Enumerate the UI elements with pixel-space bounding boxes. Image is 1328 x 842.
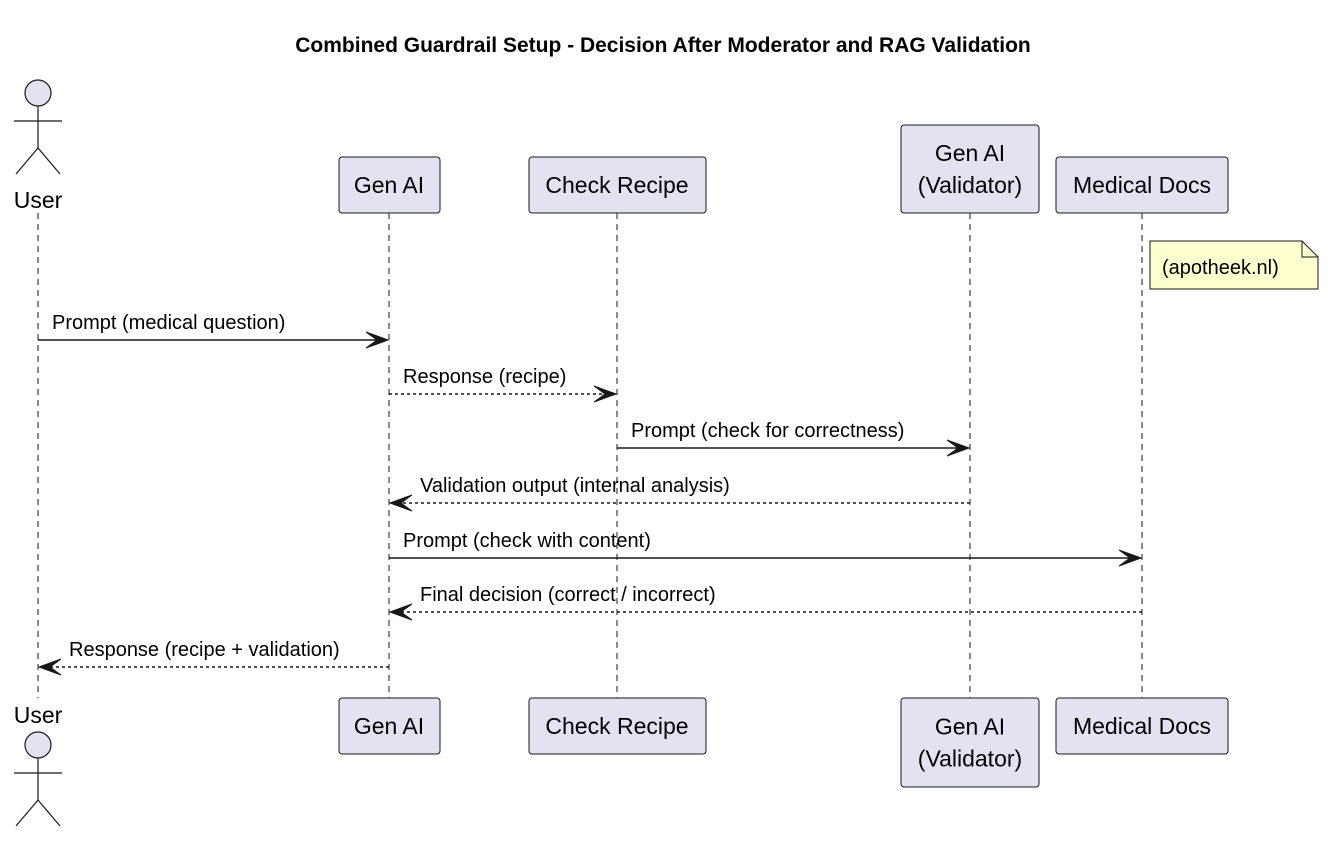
- note-text: (apotheek.nl): [1162, 257, 1279, 279]
- participant-label: Medical Docs: [1073, 172, 1211, 198]
- note-fold: [1301, 241, 1318, 258]
- message-7: Response (recipe + validation): [37, 639, 389, 676]
- participant-box: [338, 697, 441, 755]
- actor-label-top: User: [14, 187, 63, 213]
- arrowhead-icon: [37, 658, 62, 676]
- arrowhead-icon: [946, 439, 971, 457]
- actor-user-top-icon: [14, 79, 62, 175]
- actor-left-leg: [15, 147, 39, 175]
- actor-left-leg: [15, 799, 39, 827]
- participant-box: [528, 697, 707, 755]
- arrowhead-icon: [1118, 549, 1143, 567]
- participant-box: [900, 697, 1040, 788]
- message-5: Prompt (check with content): [389, 530, 1143, 567]
- participant-validator-top: Gen AI (Validator): [900, 124, 1040, 214]
- note: (apotheek.nl): [1149, 240, 1319, 290]
- participant-box: [1055, 156, 1229, 214]
- participant-genai-bottom: Gen AI: [338, 697, 441, 755]
- participant-label: Gen AI: [935, 140, 1005, 166]
- message-6: Final decision (correct / incorrect): [388, 584, 1142, 621]
- note-shape: [1149, 240, 1319, 290]
- message-label: Prompt (check with content): [403, 530, 651, 552]
- lifelines: [37, 213, 1143, 698]
- message-label: Final decision (correct / incorrect): [420, 584, 716, 606]
- message-3: Prompt (check for correctness): [617, 420, 971, 457]
- arrowhead-icon: [365, 331, 390, 349]
- participant-label: Check Recipe: [545, 172, 688, 198]
- message-1: Prompt (medical question): [38, 312, 390, 349]
- actor-head: [24, 79, 52, 107]
- message-label: Prompt (medical question): [52, 312, 285, 334]
- participant-genai-top: Gen AI: [338, 156, 441, 214]
- participant-checkrecipe-top: Check Recipe: [528, 156, 707, 214]
- participant-label: (Validator): [918, 172, 1022, 198]
- participant-checkrecipe-bottom: Check Recipe: [528, 697, 707, 755]
- note-layer: (apotheek.nl): [1149, 240, 1319, 290]
- message-label: Response (recipe + validation): [69, 639, 340, 661]
- messages: Prompt (medical question) Response (recip…: [37, 312, 1143, 676]
- actor-right-leg: [37, 799, 61, 827]
- participant-meddocs-bottom: Medical Docs: [1055, 697, 1229, 755]
- participant-label: Gen AI: [354, 172, 424, 198]
- diagram-title: Combined Guardrail Setup - Decision Afte…: [295, 34, 1030, 57]
- message-label: Response (recipe): [403, 366, 566, 388]
- participant-box: [900, 124, 1040, 214]
- participant-label: Check Recipe: [545, 713, 688, 739]
- actor-right-leg: [37, 147, 61, 175]
- actor-head: [24, 731, 52, 759]
- message-4: Validation output (internal analysis): [388, 475, 970, 512]
- participant-validator-bottom: Gen AI (Validator): [900, 697, 1040, 788]
- message-label: Validation output (internal analysis): [420, 475, 730, 497]
- actor-label-bottom: User: [14, 702, 63, 728]
- participant-label: Medical Docs: [1073, 713, 1211, 739]
- participant-box: [1055, 697, 1229, 755]
- message-label: Prompt (check for correctness): [631, 420, 904, 442]
- participant-label: Gen AI: [935, 714, 1005, 740]
- participant-label: (Validator): [918, 746, 1022, 772]
- arrowhead-icon: [593, 385, 618, 403]
- participant-box: [338, 156, 441, 214]
- participant-box: [528, 156, 707, 214]
- actor-user-bottom-icon: [14, 731, 62, 827]
- message-2: Response (recipe): [389, 366, 618, 403]
- participant-label: Gen AI: [354, 713, 424, 739]
- participant-meddocs-top: Medical Docs: [1055, 156, 1229, 214]
- arrowhead-icon: [388, 603, 413, 621]
- arrowhead-icon: [388, 494, 413, 512]
